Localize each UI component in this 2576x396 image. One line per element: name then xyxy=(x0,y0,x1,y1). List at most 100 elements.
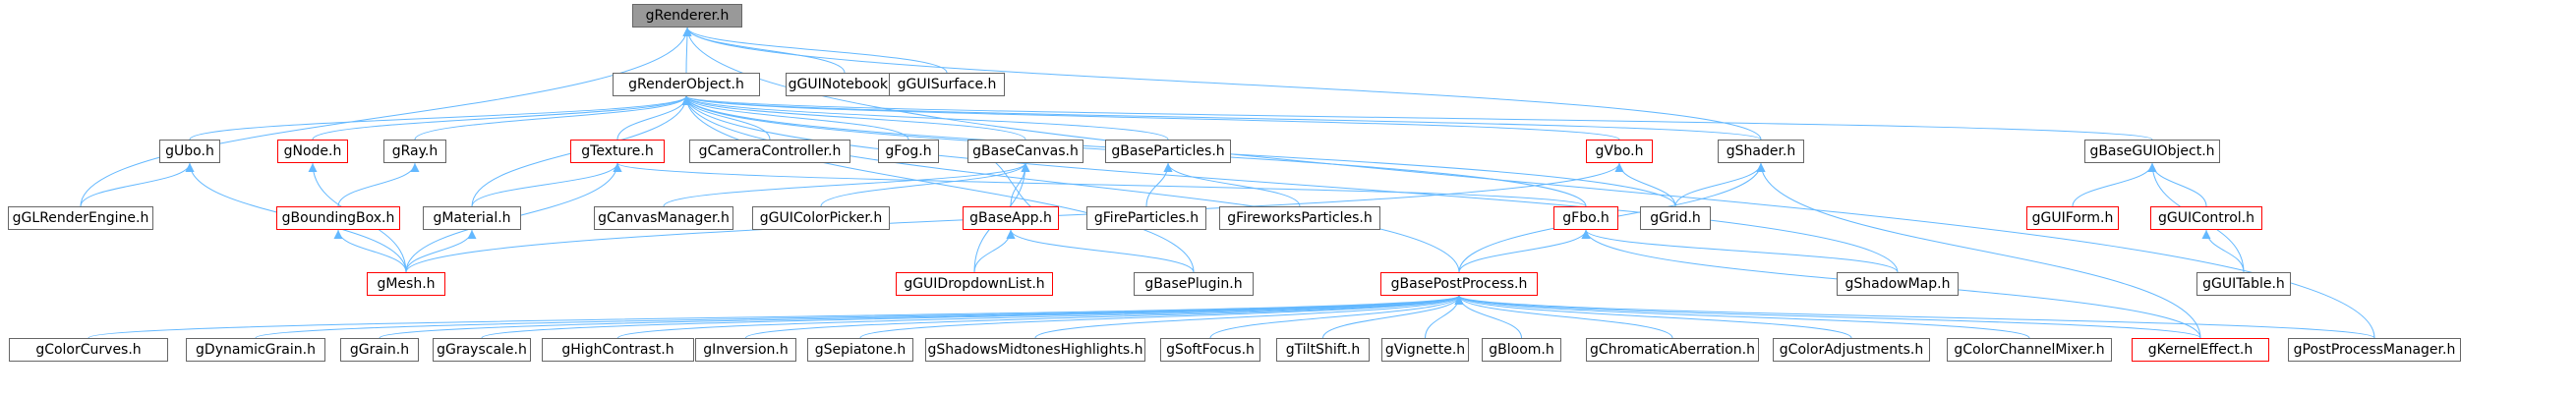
edge-gGUISurface-to-gRenderer xyxy=(682,27,948,74)
node-g-guicolorpicker[interactable]: gGUIColorPicker.h xyxy=(752,206,890,230)
edge-gShader-to-gRenderer xyxy=(682,27,1762,141)
edge-gShadowMap-to-gRenderObject xyxy=(681,95,1899,273)
edge-gGUIControl-to-gBaseGUIObject xyxy=(2147,162,2207,207)
edge-gUbo-to-gRenderObject xyxy=(189,95,691,141)
edge-gGrain-to-gBasePostProcess xyxy=(379,295,1464,339)
node-g-vbo[interactable]: gVbo.h xyxy=(1586,140,1653,163)
edge-gGrid-to-gVbo xyxy=(1614,162,1676,207)
node-g-shadowmap[interactable]: gShadowMap.h xyxy=(1837,272,1959,296)
edge-gGUITable-to-gGUIControl xyxy=(2201,229,2245,273)
node-g-coloradjustments[interactable]: gColorAdjustments.h xyxy=(1773,338,1930,362)
edge-gMaterial-to-gTexture xyxy=(471,162,622,207)
edge-gFog-to-gRenderObject xyxy=(681,95,909,141)
node-g-chromaticaberration[interactable]: gChromaticAberration.h xyxy=(1586,338,1759,362)
edge-gGLRenderEngine-to-gUbo xyxy=(80,162,195,207)
edge-gGUIForm-to-gBaseGUIObject xyxy=(2072,162,2157,207)
node-g-basepostprocess[interactable]: gBasePostProcess.h xyxy=(1380,272,1538,296)
node-g-softfocus[interactable]: gSoftFocus.h xyxy=(1160,338,1260,362)
node-g-kerneleffect[interactable]: gKernelEffect.h xyxy=(2132,338,2269,362)
node-g-grid[interactable]: gGrid.h xyxy=(1640,206,1711,230)
edge-gSepiatone-to-gBasePostProcess xyxy=(859,295,1464,339)
edge-gBasePlugin-to-gRenderObject xyxy=(681,95,1195,273)
edge-gRay-to-gRenderObject xyxy=(414,95,691,141)
edge-gColorCurves-to-gBasePostProcess xyxy=(88,295,1463,339)
edge-gTiltShift-to-gBasePostProcess xyxy=(1322,295,1464,339)
node-g-shadowsmidtoneshighlights[interactable]: gShadowsMidtonesHighlights.h xyxy=(925,338,1145,362)
edge-gColorChannelMixer-to-gBasePostProcess xyxy=(1454,295,2030,339)
node-g-grayscale[interactable]: gGrayscale.h xyxy=(433,338,531,362)
edge-gDynamicGrain-to-gBasePostProcess xyxy=(255,295,1463,339)
edge-gInversion-to-gBasePostProcess xyxy=(745,295,1464,339)
node-g-guidropdownlist[interactable]: gGUIDropdownList.h xyxy=(896,272,1053,296)
edge-gSoftFocus-to-gBasePostProcess xyxy=(1209,295,1464,339)
edge-gShader-to-gRenderObject xyxy=(681,95,1762,141)
node-g-basecanvas[interactable]: gBaseCanvas.h xyxy=(967,140,1083,163)
edge-gCanvasManager-to-gBaseCanvas xyxy=(663,162,1030,207)
node-g-cameracontroller[interactable]: gCameraController.h xyxy=(689,140,850,163)
edge-gBaseGUIObject-to-gRenderObject xyxy=(682,95,2153,141)
edge-gFireworksParticles-to-gBaseParticles xyxy=(1163,162,1301,207)
node-g-bloom[interactable]: gBloom.h xyxy=(1482,338,1561,362)
edge-gMesh-to-gBoundingBox xyxy=(333,229,407,273)
edge-gChromaticAberration-to-gBasePostProcess xyxy=(1454,295,1673,339)
node-g-dynamicgrain[interactable]: gDynamicGrain.h xyxy=(186,338,325,362)
node-g-shader[interactable]: gShader.h xyxy=(1718,140,1804,163)
node-g-fireparticles[interactable]: gFireParticles.h xyxy=(1086,206,1206,230)
edge-gShadowsMidtonesHighlights-to-gBasePostProcess xyxy=(1034,295,1464,339)
edge-gBaseParticles-to-gRenderObject xyxy=(681,95,1169,141)
node-g-baseapp[interactable]: gBaseApp.h xyxy=(963,206,1059,230)
node-g-baseguiobject[interactable]: gBaseGUIObject.h xyxy=(2084,140,2220,163)
node-g-inversion[interactable]: gInversion.h xyxy=(695,338,796,362)
edge-gHighContrast-to-gBasePostProcess xyxy=(617,295,1464,339)
edge-gBoundingBox-to-gRay xyxy=(337,162,420,207)
node-g-postprocessmanager[interactable]: gPostProcessManager.h xyxy=(2288,338,2461,362)
edge-gKernelEffect-to-gBasePostProcess xyxy=(1454,295,2201,339)
edge-gVbo-to-gRenderObject xyxy=(681,95,1620,141)
edge-gBaseCanvas-to-gRenderObject xyxy=(681,95,1026,141)
node-g-baseplugin[interactable]: gBasePlugin.h xyxy=(1134,272,1254,296)
node-g-fog[interactable]: gFog.h xyxy=(878,140,939,163)
node-g-ray[interactable]: gRay.h xyxy=(383,140,446,163)
node-g-guitable[interactable]: gGUITable.h xyxy=(2196,272,2291,296)
edge-gNode-to-gRenderObject xyxy=(312,95,691,141)
node-g-texture[interactable]: gTexture.h xyxy=(570,140,665,163)
edge-gShadowMap-to-gFbo xyxy=(1581,229,1899,273)
edge-gFbo-to-gTexture xyxy=(613,162,1587,207)
node-g-renderobject[interactable]: gRenderObject.h xyxy=(613,73,760,96)
edge-gBasePostProcess-to-gFbo xyxy=(1458,229,1591,273)
node-g-fireworksparticles[interactable]: gFireworksParticles.h xyxy=(1219,206,1380,230)
edge-gFireParticles-to-gBaseParticles xyxy=(1145,162,1173,207)
node-g-guicontrol[interactable]: gGUIControl.h xyxy=(2150,206,2262,230)
node-g-colorcurves[interactable]: gColorCurves.h xyxy=(9,338,168,362)
node-g-node[interactable]: gNode.h xyxy=(277,140,348,163)
edge-gGLRenderEngine-to-gRenderer xyxy=(80,27,692,207)
edge-gColorAdjustments-to-gBasePostProcess xyxy=(1454,295,1852,339)
node-g-canvasmanager[interactable]: gCanvasManager.h xyxy=(594,206,733,230)
node-g-mesh[interactable]: gMesh.h xyxy=(367,272,445,296)
edge-gMesh-to-gMaterial xyxy=(405,229,477,273)
node-g-colorchannelmixer[interactable]: gColorChannelMixer.h xyxy=(1947,338,2112,362)
node-g-renderer: gRenderer.h xyxy=(632,4,742,28)
node-g-vignette[interactable]: gVignette.h xyxy=(1381,338,1469,362)
edge-gGUIColorPicker-to-gBaseCanvas xyxy=(820,162,1030,207)
node-g-ubo[interactable]: gUbo.h xyxy=(159,140,220,163)
node-g-guinotebook[interactable]: gGUINotebook.h xyxy=(786,73,904,96)
edge-gPostProcessManager-to-gBasePostProcess xyxy=(1454,295,2375,339)
edge-gGUIDropdownList-to-gBaseApp xyxy=(973,229,1016,273)
node-g-boundingbox[interactable]: gBoundingBox.h xyxy=(276,206,400,230)
node-g-fbo[interactable]: gFbo.h xyxy=(1553,206,1618,230)
node-g-tiltshift[interactable]: gTiltShift.h xyxy=(1276,338,1370,362)
edge-gBasePlugin-to-gBaseApp xyxy=(1006,229,1195,273)
edge-gKernelEffect-to-gShader xyxy=(1756,162,2201,339)
node-g-sepiatone[interactable]: gSepiatone.h xyxy=(807,338,913,362)
node-g-guisurface[interactable]: gGUISurface.h xyxy=(889,73,1005,96)
node-g-grain[interactable]: gGrain.h xyxy=(340,338,419,362)
node-g-material[interactable]: gMaterial.h xyxy=(423,206,521,230)
node-g-guiform[interactable]: gGUIForm.h xyxy=(2026,206,2119,230)
node-g-highcontrast[interactable]: gHighContrast.h xyxy=(542,338,694,362)
edge-gGrayscale-to-gBasePostProcess xyxy=(481,295,1464,339)
node-g-glrenderengine[interactable]: gGLRenderEngine.h xyxy=(8,206,153,230)
node-g-baseparticles[interactable]: gBaseParticles.h xyxy=(1105,140,1231,163)
